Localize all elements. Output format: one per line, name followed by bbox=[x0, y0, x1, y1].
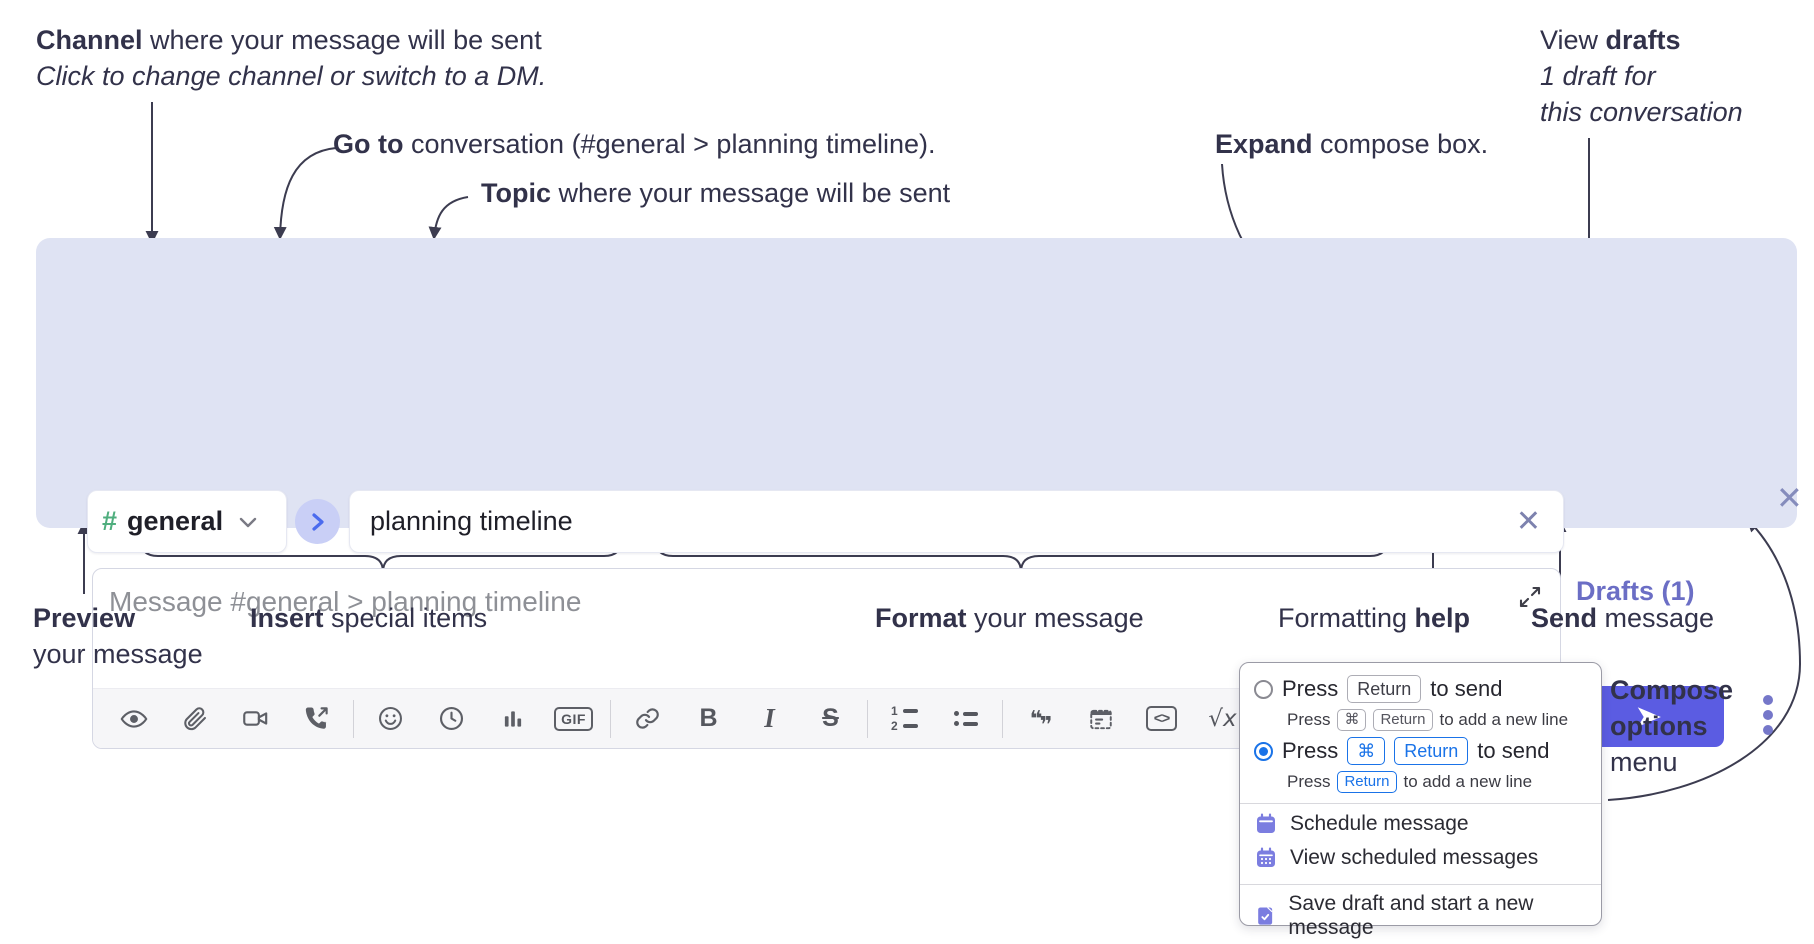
option-cmd-return-to-send[interactable]: Press ⌘ Return to send bbox=[1254, 737, 1549, 765]
recent-clock-icon[interactable] bbox=[421, 697, 482, 741]
cmd-keycap: ⌘ bbox=[1337, 709, 1367, 731]
italic-icon[interactable]: I bbox=[764, 703, 775, 733]
bold-icon[interactable]: B bbox=[699, 704, 718, 732]
toolbar-divider bbox=[610, 699, 611, 738]
arrow-goto bbox=[273, 147, 337, 240]
goto-conversation-button[interactable] bbox=[295, 499, 340, 544]
calendar-grid-icon bbox=[1257, 847, 1275, 867]
annotation-goto: Go to conversation (#general > planning … bbox=[333, 129, 936, 159]
return-keycap: Return bbox=[1373, 709, 1433, 731]
code-block-icon[interactable] bbox=[1070, 697, 1131, 741]
compose-options-button[interactable] bbox=[1763, 695, 1773, 735]
channel-hash-icon: # bbox=[102, 506, 118, 536]
popup-divider bbox=[1240, 803, 1601, 804]
compose-options-popup: Press Return to send Press ⌘ Return to a… bbox=[1239, 662, 1602, 939]
return-keycap: Return bbox=[1347, 675, 1422, 703]
option-return-to-send[interactable]: Press Return to send bbox=[1254, 675, 1502, 703]
toolbar-divider bbox=[353, 699, 354, 738]
channel-name: general bbox=[127, 506, 224, 536]
annotation-insert: Insert special items bbox=[250, 603, 488, 633]
cmd-keycap: ⌘ bbox=[1347, 737, 1386, 765]
message-input[interactable] bbox=[107, 585, 1491, 619]
formula-icon[interactable]: √x bbox=[1208, 705, 1237, 732]
annotation-view-drafts: View drafts 1 draft for this conversatio… bbox=[1540, 25, 1743, 127]
annotation-expand: Expand compose box. bbox=[1215, 129, 1489, 159]
return-keycap: Return bbox=[1337, 771, 1397, 793]
topic-field: ✕ bbox=[349, 490, 1564, 553]
strikethrough-icon[interactable]: S bbox=[822, 704, 839, 732]
dots-icon bbox=[1763, 710, 1773, 720]
annotation-format: Format your message bbox=[875, 603, 1144, 633]
blockquote-icon[interactable]: ❝❞ bbox=[1029, 705, 1053, 737]
inline-code-icon[interactable]: <> bbox=[1131, 697, 1192, 741]
drafts-link[interactable]: Drafts (1) bbox=[1576, 576, 1695, 606]
annotation-channel-sub: Click to change channel or switch to a D… bbox=[36, 61, 547, 91]
preview-icon[interactable] bbox=[103, 697, 164, 741]
ordered-list-icon[interactable]: 1 2 bbox=[874, 697, 935, 741]
audio-call-icon[interactable] bbox=[286, 697, 347, 741]
draft-check-icon bbox=[1258, 907, 1273, 925]
paper-plane-icon bbox=[1637, 706, 1661, 727]
toolbar-divider bbox=[867, 699, 868, 738]
radio-selected-icon[interactable] bbox=[1254, 741, 1273, 761]
expand-compose-icon[interactable] bbox=[1518, 585, 1542, 614]
dots-icon bbox=[1763, 695, 1773, 705]
menu-item-schedule-message[interactable]: Schedule message bbox=[1254, 812, 1469, 836]
annotation-help: Formatting help bbox=[1278, 603, 1471, 633]
calendar-icon bbox=[1257, 813, 1275, 833]
toolbar-divider bbox=[1002, 699, 1003, 738]
clear-topic-icon[interactable]: ✕ bbox=[1515, 504, 1541, 538]
gif-icon[interactable]: GIF bbox=[543, 697, 604, 741]
annotation-topic: Topic where your message will be sent bbox=[481, 178, 951, 208]
message-area[interactable] bbox=[93, 569, 1560, 688]
compose-box: # general ✕ ✕ bbox=[36, 238, 1803, 749]
close-icon[interactable]: ✕ bbox=[1776, 480, 1803, 516]
annotation-send: Send message bbox=[1531, 603, 1715, 633]
emoji-icon[interactable] bbox=[360, 697, 421, 741]
annotation-channel: Channel where your message will be sent bbox=[36, 25, 542, 55]
channel-selector[interactable]: # general bbox=[87, 490, 287, 553]
menu-item-view-scheduled[interactable]: View scheduled messages bbox=[1254, 846, 1538, 870]
bulleted-list-icon[interactable] bbox=[935, 697, 996, 741]
video-clip-icon[interactable] bbox=[225, 697, 286, 741]
link-icon[interactable] bbox=[617, 697, 678, 741]
poll-chart-icon[interactable] bbox=[482, 697, 543, 741]
popup-divider bbox=[1240, 884, 1601, 885]
annotation-compose-options: Compose options menu bbox=[1610, 675, 1734, 777]
attach-file-icon[interactable] bbox=[164, 697, 225, 741]
radio-unselected-icon[interactable] bbox=[1254, 679, 1273, 699]
return-keycap: Return bbox=[1394, 737, 1469, 765]
arrow-topic bbox=[428, 196, 469, 240]
menu-item-save-draft[interactable]: Save draft and start a new message bbox=[1254, 892, 1601, 940]
chevron-down-icon bbox=[239, 517, 257, 527]
chevron-right-icon bbox=[311, 512, 324, 531]
dots-icon bbox=[1763, 725, 1773, 735]
topic-input[interactable] bbox=[368, 505, 1512, 538]
option-return-sub: Press ⌘ Return to add a new line bbox=[1287, 709, 1569, 731]
option-cmd-return-sub: Press Return to add a new line bbox=[1287, 771, 1533, 793]
